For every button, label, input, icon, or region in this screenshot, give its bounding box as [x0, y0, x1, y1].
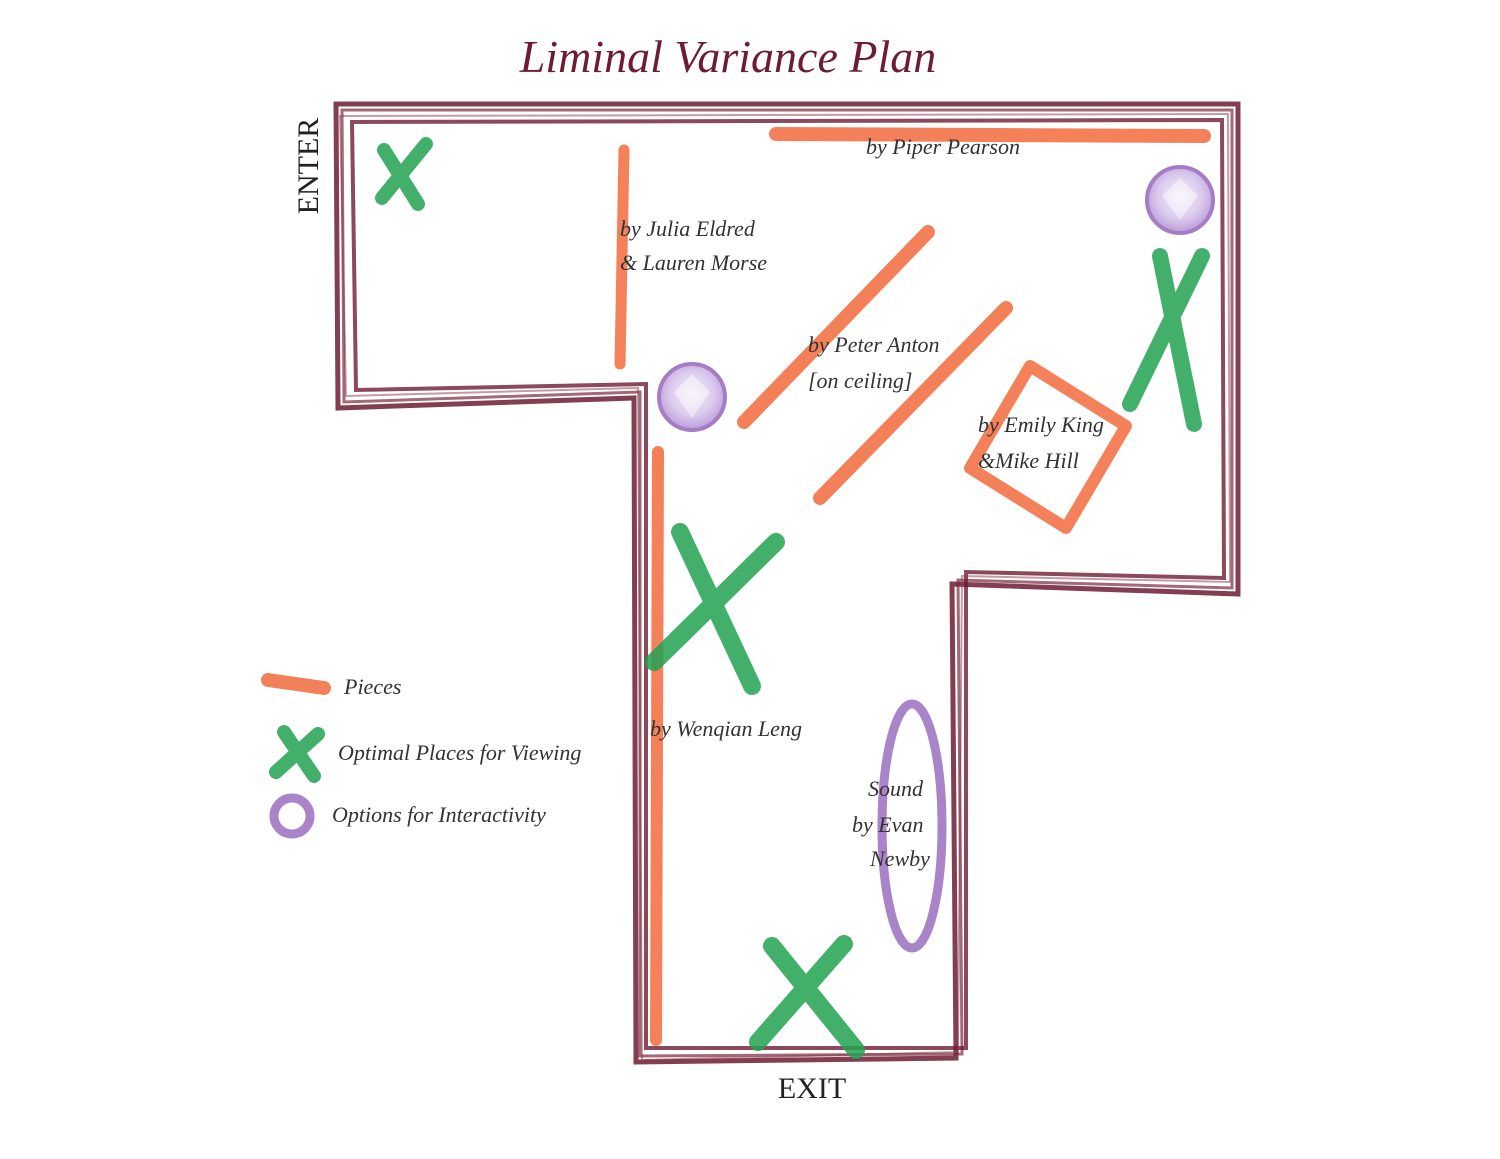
wall-outline-outer — [333, 101, 1241, 1065]
label-sound-line1: Sound — [868, 776, 924, 801]
label-julia-eldred-line2: & Lauren Morse — [620, 250, 767, 275]
gallery-walls — [333, 101, 1241, 1065]
viewing-spots — [375, 137, 1210, 1059]
wall-outline-sketch — [338, 112, 1232, 1062]
label-julia-eldred-line1: by Julia Eldred — [620, 216, 756, 241]
label-emily-king-line2: &Mike Hill — [978, 448, 1079, 473]
map-title: Liminal Variance Plan — [519, 31, 937, 82]
art-pieces — [614, 127, 1211, 1046]
legend-piece-swatch — [261, 673, 331, 695]
legend-interactivity-label: Options for Interactivity — [332, 802, 546, 827]
viewing-x-mark-exit — [749, 935, 865, 1059]
piece-emily-king — [964, 360, 1132, 534]
label-peter-anton-line2: [on ceiling] — [808, 368, 913, 393]
label-piper-pearson: by Piper Pearson — [866, 134, 1020, 159]
piece-wenqian-leng — [650, 446, 664, 1046]
wall-outline-inner — [349, 117, 1227, 1050]
sound-piece-oval — [877, 699, 947, 953]
piece-peter-anton-2 — [813, 301, 1013, 505]
label-sound-line3: Newby — [869, 846, 930, 871]
label-emily-king-line1: by Emily King — [978, 412, 1104, 437]
map-legend: Pieces Optimal Places for Viewing Option… — [261, 673, 581, 839]
enter-label: ENTER — [292, 118, 325, 215]
interactivity-orb-center — [657, 362, 727, 432]
legend-pieces-label: Pieces — [343, 674, 401, 699]
exit-label: EXIT — [778, 1072, 846, 1105]
piece-peter-anton-1 — [737, 225, 935, 429]
label-wenqian-leng: by Wenqian Leng — [650, 716, 802, 741]
legend-interactivity-circle-icon — [269, 793, 315, 839]
viewing-x-mark-entry — [375, 137, 433, 211]
legend-viewing-label: Optimal Places for Viewing — [338, 740, 581, 765]
piece-julia-eldred — [614, 144, 630, 370]
label-peter-anton-line1: by Peter Anton — [808, 332, 940, 357]
legend-viewing-x-icon — [269, 725, 325, 783]
interactivity-spots — [657, 165, 1215, 432]
piece-piper-pearson — [769, 127, 1211, 143]
viewing-x-mark-center — [645, 523, 785, 695]
label-sound-line2: by Evan — [852, 812, 923, 837]
interactivity-orb-top-right — [1145, 165, 1215, 235]
wall-outline-mid — [340, 108, 1234, 1058]
viewing-x-mark-right — [1122, 248, 1210, 432]
